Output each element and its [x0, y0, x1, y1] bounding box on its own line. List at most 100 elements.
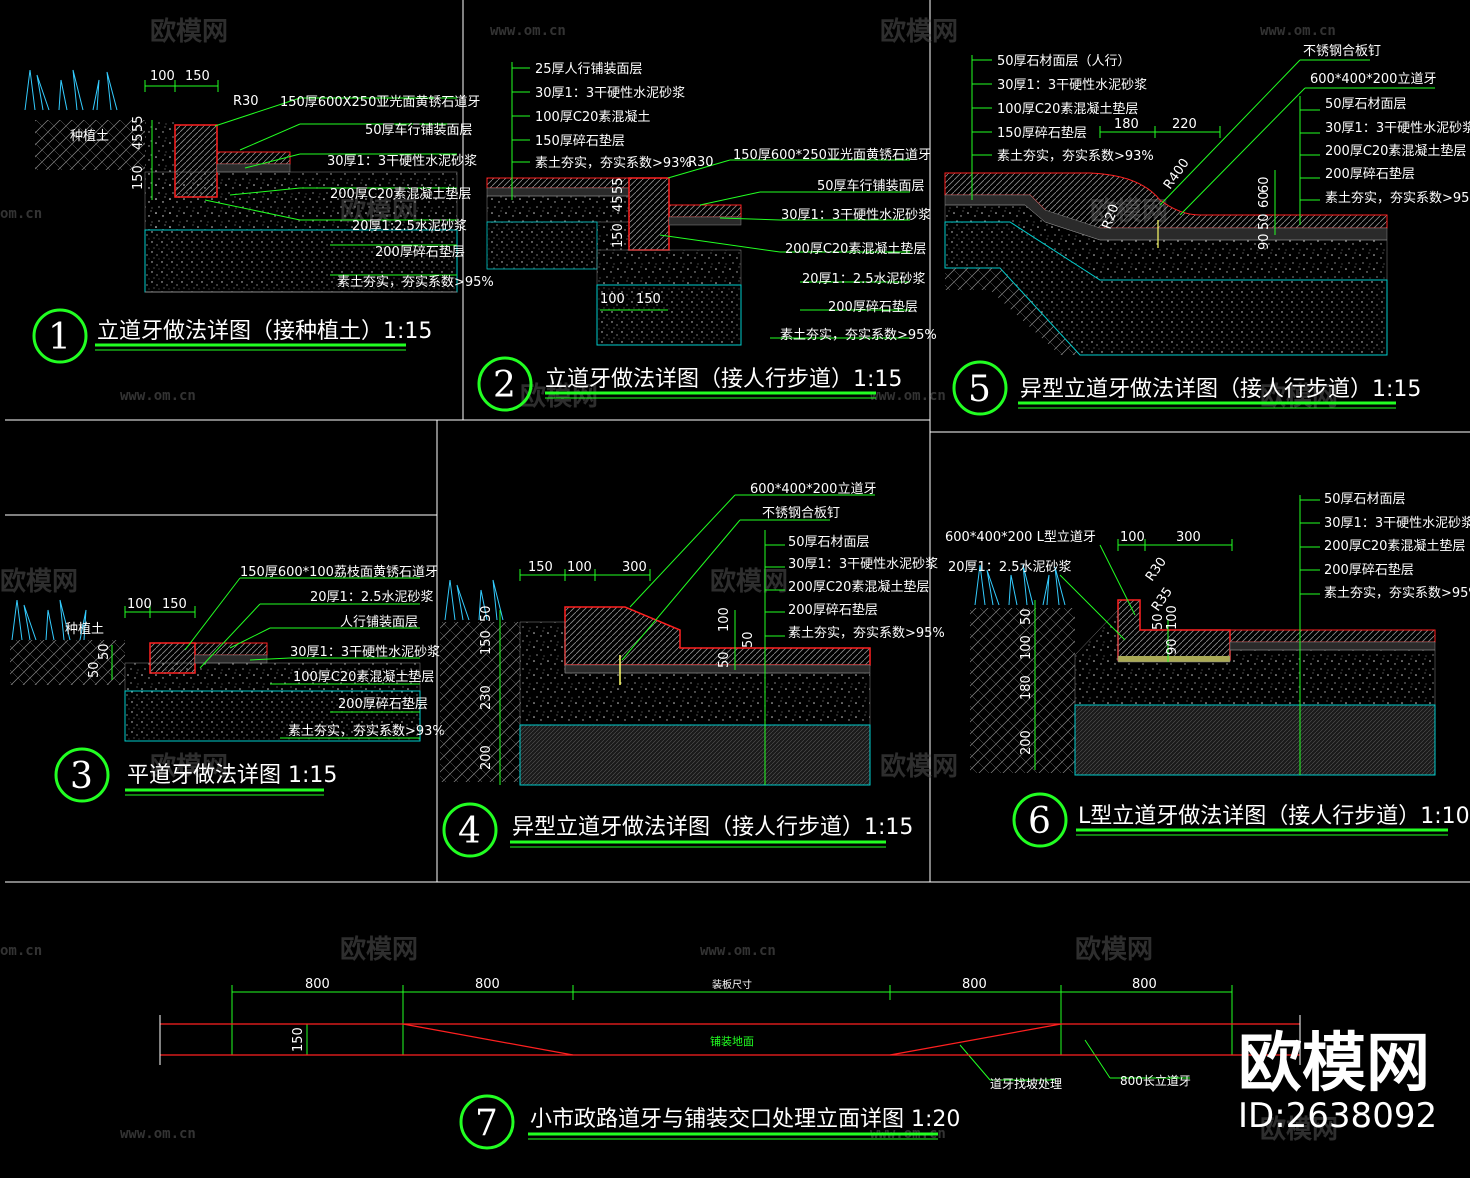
- detail-number-badge: [1012, 792, 1068, 848]
- svg-text:100: 100: [1120, 530, 1145, 545]
- svg-text:60: 60: [1257, 176, 1272, 193]
- svg-text:180: 180: [1114, 117, 1139, 132]
- soil-label: 种植土: [70, 129, 109, 144]
- svg-text:800: 800: [1132, 977, 1157, 992]
- svg-text:道牙找坡处理: 道牙找坡处理: [990, 1077, 1062, 1091]
- svg-text:150厚600*250亚光面黄锈石道牙: 150厚600*250亚光面黄锈石道牙: [733, 148, 931, 163]
- svg-text:200厚碎石垫层: 200厚碎石垫层: [788, 602, 878, 618]
- model-id: ID:2638092: [1238, 1096, 1437, 1136]
- svg-text:200厚碎石垫层: 200厚碎石垫层: [338, 696, 428, 712]
- svg-text:30厚1：3干硬性水泥砂浆: 30厚1：3干硬性水泥砂浆: [327, 154, 477, 169]
- svg-text:800长立道牙: 800长立道牙: [1120, 1073, 1191, 1088]
- svg-text:100: 100: [600, 292, 625, 307]
- svg-text:90: 90: [1165, 638, 1180, 655]
- svg-text:150厚600*100荔枝面黄锈石道牙: 150厚600*100荔枝面黄锈石道牙: [240, 565, 438, 580]
- grass-icon: [444, 579, 504, 621]
- svg-text:7: 7: [475, 1103, 498, 1144]
- svg-text:欧模网: 欧模网: [880, 751, 958, 782]
- svg-text:欧模网: 欧模网: [520, 381, 598, 412]
- svg-text:1: 1: [48, 317, 71, 358]
- svg-text:欧模网: 欧模网: [710, 566, 788, 597]
- svg-text:200: 200: [479, 745, 494, 770]
- svg-text:欧模网: 欧模网: [1260, 381, 1338, 412]
- svg-text:www.om.cn: www.om.cn: [490, 23, 566, 39]
- svg-text:200厚C20素混凝土垫层: 200厚C20素混凝土垫层: [785, 241, 926, 257]
- svg-text:150: 150: [291, 1027, 306, 1052]
- detail-4: 150 100 300 50 150 230 200 100 50 50 600…: [440, 482, 945, 858]
- detail-5: 50厚石材面层（人行） 30厚1：3干硬性水泥砂浆 100厚C20素混凝土垫层 …: [944, 44, 1470, 416]
- svg-text:50: 50: [87, 661, 102, 678]
- svg-text:200厚碎石垫层: 200厚碎石垫层: [1324, 562, 1414, 578]
- svg-text:200厚碎石垫层: 200厚碎石垫层: [1325, 166, 1415, 182]
- detail-number-badge: [442, 802, 498, 858]
- svg-text:150: 150: [162, 597, 187, 612]
- svg-text:50: 50: [1019, 608, 1034, 625]
- svg-text:200厚C20素混凝土垫层: 200厚C20素混凝土垫层: [1325, 143, 1466, 159]
- detail-number-badge: [477, 356, 533, 412]
- detail-6: 600*400*200 L型立道牙 20厚1：2.5水泥砂浆 100 300 R…: [945, 492, 1470, 848]
- svg-text:150: 150: [528, 560, 553, 575]
- svg-text:素土夯实，夯实系数>93%: 素土夯实，夯实系数>93%: [997, 149, 1154, 164]
- detail-7: 800 800 装板尺寸 800 800 150 铺装地面 道牙找坡处理 800…: [159, 977, 1301, 1150]
- svg-text:www.om.cn: www.om.cn: [1260, 23, 1336, 39]
- svg-text:150: 150: [636, 292, 661, 307]
- svg-text:欧模网: 欧模网: [0, 566, 78, 597]
- svg-text:不锈钢合板钉: 不锈钢合板钉: [1303, 44, 1381, 59]
- svg-text:装板尺寸: 装板尺寸: [712, 978, 752, 991]
- svg-text:素土夯实，夯实系数>95%: 素土夯实，夯实系数>95%: [788, 626, 945, 641]
- detail-title: 立道牙做法详图（接种植土）1:15: [97, 319, 432, 344]
- svg-text:30厚1：3干硬性水泥砂浆: 30厚1：3干硬性水泥砂浆: [1325, 121, 1470, 136]
- svg-text:150厚碎石垫层: 150厚碎石垫层: [997, 125, 1087, 141]
- svg-text:R400: R400: [1161, 156, 1193, 192]
- detail-title: 小市政路道牙与铺装交口处理立面详图 1:20: [530, 1107, 960, 1132]
- brand-logo: 欧模网: [1238, 1027, 1430, 1101]
- detail-2: 25厚人行铺装面层 30厚1：3干硬性水泥砂浆 100厚C20素混凝土 150厚…: [477, 62, 937, 412]
- svg-text:100: 100: [127, 597, 152, 612]
- svg-text:素土夯实，夯实系数>95%: 素土夯实，夯实系数>95%: [337, 275, 494, 290]
- svg-text:55: 55: [131, 115, 146, 132]
- curb-stone: [628, 177, 670, 251]
- detail-number-badge: [459, 1094, 515, 1150]
- svg-text:om.cn: om.cn: [0, 206, 42, 222]
- svg-text:欧模网: 欧模网: [150, 16, 228, 47]
- svg-text:150: 150: [185, 69, 210, 84]
- svg-text:20厚1：2.5水泥砂浆: 20厚1：2.5水泥砂浆: [948, 560, 1072, 575]
- svg-text:100厚C20素混凝土: 100厚C20素混凝土: [535, 109, 650, 125]
- svg-text:4: 4: [458, 811, 481, 852]
- svg-text:R30: R30: [688, 155, 714, 170]
- svg-text:20厚1：2.5水泥砂浆: 20厚1：2.5水泥砂浆: [310, 590, 434, 605]
- detail-title: 异型立道牙做法详图（接人行步道）1:15: [1020, 377, 1421, 402]
- svg-text:50: 50: [97, 643, 112, 660]
- svg-text:素土夯实，夯实系数>93%: 素土夯实，夯实系数>93%: [535, 156, 692, 171]
- svg-text:150: 150: [131, 165, 146, 190]
- detail-1: 种植土 100 150 R30 150 45 55 150厚600X250亚光面…: [24, 69, 494, 364]
- svg-text:200: 200: [1019, 730, 1034, 755]
- svg-text:50厚石材面层（人行）: 50厚石材面层（人行）: [997, 54, 1131, 69]
- detail-3: 种植土 100 150 50 50 150厚600*100荔枝面黄锈石道牙 20…: [10, 565, 445, 803]
- svg-text:100厚C20素混凝土垫层: 100厚C20素混凝土垫层: [293, 669, 434, 685]
- svg-text:欧模网: 欧模网: [150, 751, 228, 782]
- svg-text:200厚碎石垫层: 200厚碎石垫层: [828, 299, 918, 315]
- svg-text:100: 100: [150, 69, 175, 84]
- svg-text:50厚车行铺装面层: 50厚车行铺装面层: [365, 122, 473, 138]
- svg-text:欧模网: 欧模网: [1075, 934, 1153, 965]
- svg-text:230: 230: [479, 685, 494, 710]
- svg-text:om.cn: om.cn: [0, 943, 42, 959]
- svg-text:20厚1：2.5水泥砂浆: 20厚1：2.5水泥砂浆: [802, 272, 926, 287]
- detail-number-badge: [54, 747, 110, 803]
- svg-text:www.om.cn: www.om.cn: [870, 388, 946, 404]
- svg-text:800: 800: [962, 977, 987, 992]
- detail-title: 异型立道牙做法详图（接人行步道）1:15: [512, 815, 913, 840]
- svg-text:人行铺装面层: 人行铺装面层: [340, 615, 418, 630]
- svg-text:欧模网: 欧模网: [1260, 1114, 1338, 1145]
- svg-text:90: 90: [1257, 233, 1272, 250]
- svg-text:50: 50: [1151, 613, 1166, 630]
- grass-icon: [11, 599, 87, 641]
- svg-text:200厚C20素混凝土垫层: 200厚C20素混凝土垫层: [330, 186, 471, 202]
- svg-text:50: 50: [717, 651, 732, 668]
- svg-text:600*400*200立道牙: 600*400*200立道牙: [1310, 72, 1436, 87]
- svg-text:100: 100: [1019, 635, 1034, 660]
- svg-text:不锈钢合板钉: 不锈钢合板钉: [762, 506, 840, 521]
- svg-text:55: 55: [611, 177, 626, 194]
